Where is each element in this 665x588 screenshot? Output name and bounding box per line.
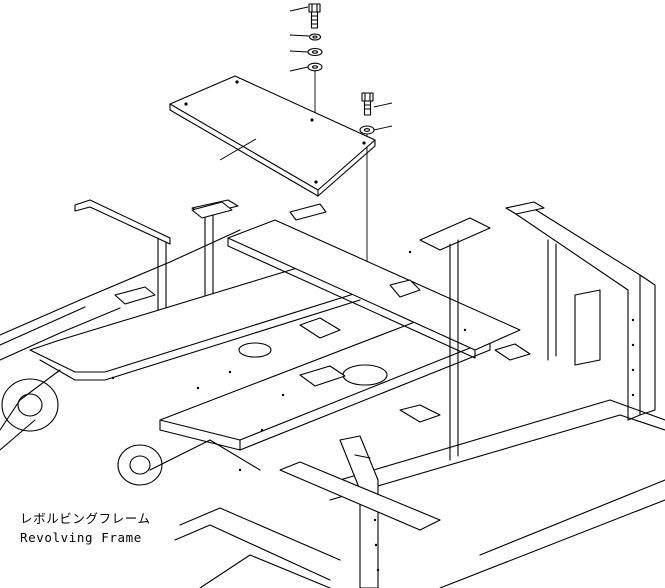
spacer-washer	[307, 62, 323, 72]
caption-japanese: レボルビングフレーム	[20, 511, 151, 526]
caption-english: Revolving Frame	[20, 530, 142, 545]
side-bolt	[361, 92, 374, 116]
frame-fastener-dots	[111, 250, 635, 572]
cover-plate	[169, 75, 376, 197]
bolt	[308, 3, 321, 29]
lock-washer	[308, 33, 322, 41]
side-bolt-stack	[359, 92, 393, 292]
upper-bolt-stack	[289, 3, 323, 118]
flat-washer	[307, 47, 323, 57]
side-washer	[359, 125, 375, 135]
revolving-frame	[0, 199, 665, 588]
